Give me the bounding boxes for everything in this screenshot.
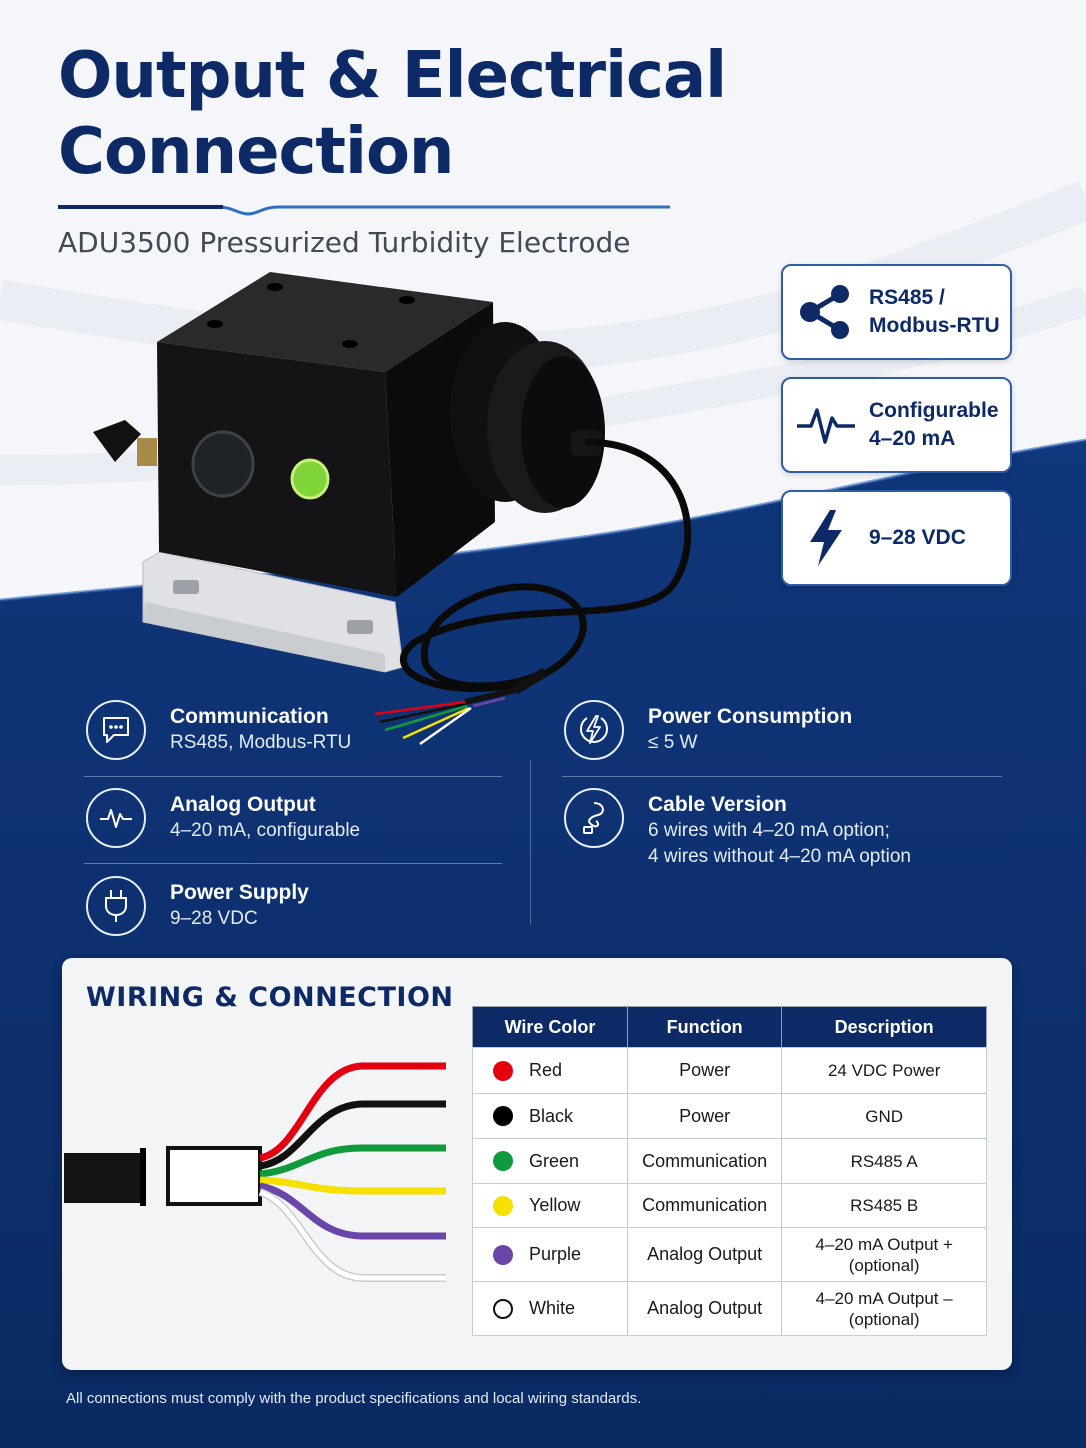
spec-value: ≤ 5 W bbox=[648, 732, 698, 753]
footer-note: All connections must comply with the pro… bbox=[66, 1390, 642, 1407]
turbidity-electrode-image bbox=[93, 272, 692, 746]
divider bbox=[562, 776, 1002, 777]
product-subtitle: ADU3500 Pressurized Turbidity Electrode bbox=[58, 226, 631, 259]
pulse-wave-icon bbox=[86, 788, 146, 848]
wire-diagram bbox=[64, 1062, 446, 1282]
function-cell: Communication bbox=[626, 1138, 783, 1184]
badge-text: RS485 / Modbus-RTU bbox=[869, 286, 1000, 337]
wiring-title: WIRING & CONNECTION bbox=[86, 982, 454, 1013]
description-cell: GND bbox=[781, 1093, 987, 1139]
function-cell: Communication bbox=[626, 1183, 783, 1228]
description-cell: RS485 B bbox=[781, 1183, 987, 1228]
column-header: Description bbox=[781, 1006, 987, 1048]
description-cell: RS485 A bbox=[781, 1138, 987, 1184]
spec-label: Analog Output bbox=[170, 793, 316, 816]
table-row: Green Communication RS485 A bbox=[472, 1138, 987, 1184]
spec-power-supply: Power Supply 9–28 VDC bbox=[86, 876, 506, 936]
function-cell: Analog Output bbox=[626, 1281, 783, 1336]
wire-color-cell: Purple bbox=[472, 1227, 628, 1282]
table-row: Purple Analog Output 4–20 mA Output + (o… bbox=[472, 1227, 987, 1282]
table-row: White Analog Output 4–20 mA Output – (op… bbox=[472, 1281, 987, 1336]
function-cell: Power bbox=[626, 1047, 783, 1094]
wire-color-name: Green bbox=[529, 1150, 580, 1171]
table-row: Yellow Communication RS485 B bbox=[472, 1183, 987, 1228]
pulse-wave-icon bbox=[783, 400, 869, 450]
wire-color-cell: Green bbox=[472, 1138, 628, 1184]
purple-swatch bbox=[493, 1244, 513, 1265]
spec-label: Power Supply bbox=[170, 881, 309, 904]
spec-value: RS485, Modbus-RTU bbox=[170, 732, 352, 753]
wire-color-cell: Red bbox=[472, 1047, 628, 1094]
red-swatch bbox=[493, 1060, 513, 1081]
divider bbox=[84, 863, 502, 864]
function-cell: Power bbox=[626, 1093, 783, 1139]
table-header-row: Wire Color Function Description bbox=[472, 1006, 987, 1048]
white-swatch bbox=[493, 1298, 513, 1319]
yellow-swatch bbox=[493, 1195, 513, 1216]
spec-value: 9–28 VDC bbox=[170, 908, 258, 929]
spec-label: Power Consumption bbox=[648, 705, 853, 728]
share-nodes-icon bbox=[783, 282, 869, 342]
black-swatch bbox=[493, 1106, 513, 1126]
spec-value: 6 wires with 4–20 mA option; 4 wires wit… bbox=[648, 820, 911, 867]
wire-color-name: Red bbox=[529, 1060, 563, 1080]
badge-text: 9–28 VDC bbox=[869, 526, 966, 549]
power-plug-icon bbox=[86, 876, 146, 936]
spec-analog-output: Analog Output 4–20 mA, configurable bbox=[86, 788, 506, 848]
column-divider bbox=[530, 760, 531, 925]
wire-color-name: Yellow bbox=[529, 1195, 581, 1215]
badge-analog: Configurable 4–20 mA bbox=[781, 377, 1012, 473]
cable-icon bbox=[564, 788, 624, 848]
title-underline bbox=[58, 205, 670, 216]
spec-label: Communication bbox=[170, 705, 329, 728]
green-swatch bbox=[493, 1151, 513, 1171]
column-header: Wire Color bbox=[472, 1006, 628, 1048]
wire-color-name: White bbox=[529, 1298, 576, 1318]
spec-value: 4–20 mA, configurable bbox=[170, 820, 361, 841]
description-cell: 4–20 mA Output – (optional) bbox=[781, 1281, 987, 1336]
table-row: Black Power GND bbox=[472, 1093, 987, 1139]
spec-power-consumption: Power Consumption ≤ 5 W bbox=[564, 700, 984, 760]
wiring-table: Wire Color Function Description Red Powe… bbox=[472, 1006, 987, 1336]
description-cell: 4–20 mA Output + (optional) bbox=[781, 1227, 987, 1282]
wire-color-name: Purple bbox=[529, 1244, 582, 1264]
badge-rs485: RS485 / Modbus-RTU bbox=[781, 264, 1012, 360]
spec-cable-version: Cable Version 6 wires with 4–20 mA option… bbox=[564, 788, 1004, 870]
column-header: Function bbox=[627, 1006, 783, 1048]
page-title: Output & Electrical Connection bbox=[58, 39, 727, 189]
lightning-circle-icon bbox=[564, 700, 624, 760]
lightning-bolt-icon bbox=[783, 508, 869, 568]
description-cell: 24 VDC Power bbox=[781, 1047, 987, 1094]
spec-label: Cable Version bbox=[648, 793, 787, 816]
function-cell: Analog Output bbox=[626, 1227, 783, 1282]
badge-text: Configurable 4–20 mA bbox=[869, 399, 999, 450]
wire-color-cell: Yellow bbox=[472, 1183, 628, 1228]
table-row: Red Power 24 VDC Power bbox=[472, 1047, 987, 1094]
badge-power: 9–28 VDC bbox=[781, 490, 1012, 586]
chat-bubble-icon bbox=[86, 700, 146, 760]
wire-color-cell: Black bbox=[472, 1093, 628, 1139]
divider bbox=[84, 776, 502, 777]
wire-color-name: Black bbox=[529, 1105, 574, 1126]
wire-color-cell: White bbox=[472, 1281, 628, 1336]
